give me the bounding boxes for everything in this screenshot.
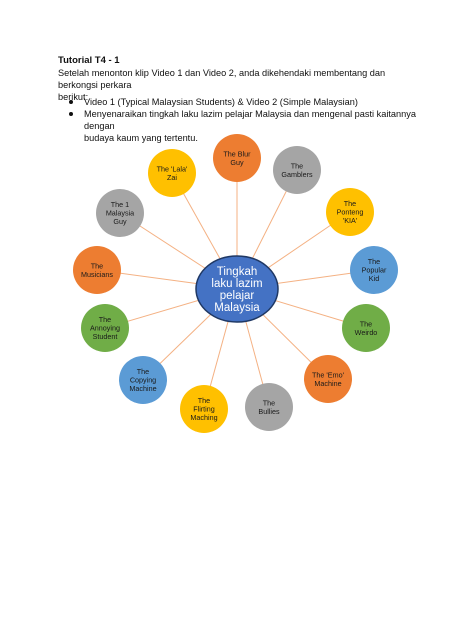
node-label: 'KIA' (343, 216, 358, 225)
bullet-item: Menyenaraikan tingkah laku lazim pelajar… (58, 108, 418, 144)
node-label: Machine (314, 379, 341, 388)
bullet-text: Video 1 (Typical Malaysian Students) & V… (84, 97, 358, 107)
node-label: The 1 (111, 200, 129, 209)
node-label: Maching (190, 413, 217, 422)
node-label: Ponteng (337, 208, 364, 217)
node-circle (213, 134, 261, 182)
node-label: The (291, 161, 303, 170)
node-circle (96, 189, 144, 237)
center-label: laku lazim (211, 278, 262, 290)
center-label: pelajar (220, 290, 255, 302)
node-circle (81, 304, 129, 352)
node-label: The (99, 315, 111, 324)
node-circle (245, 383, 293, 431)
center-label: Malaysia (214, 302, 260, 314)
node-circle (342, 304, 390, 352)
center-label: Tingkah (217, 266, 258, 278)
node-circle (350, 246, 398, 294)
node-label: Kid (369, 274, 379, 283)
intro-paragraph: Setelah menonton klip Video 1 dan Video … (58, 67, 418, 103)
node-circle (73, 246, 121, 294)
node-circle (148, 149, 196, 197)
bullet-dot-icon (69, 100, 73, 104)
node-label: Gamblers (281, 170, 313, 179)
bullet-text-continued: budaya kaum yang tertentu. (84, 133, 198, 143)
node-circle (273, 146, 321, 194)
node-label: Popular (362, 266, 387, 275)
intro-line-1: Setelah menonton klip Video 1 dan Video … (58, 68, 386, 90)
intro-line-2: berikut: (58, 92, 89, 102)
node-label: Copying (130, 376, 156, 385)
bullet-dot-icon (69, 112, 73, 116)
node-label: The (263, 398, 275, 407)
node-label: The (198, 396, 210, 405)
bullet-text: Menyenaraikan tingkah laku lazim pelajar… (84, 109, 416, 131)
bullet-list: Video 1 (Typical Malaysian Students) & V… (58, 96, 418, 144)
center-ellipse (195, 255, 279, 323)
node-circle (119, 356, 167, 404)
node-label: The 'Lala' (157, 164, 188, 173)
node-label: Flirting (193, 405, 215, 414)
node-label: Student (93, 332, 118, 341)
node-label: The 'Emo' (312, 370, 345, 379)
node-label: Annoying (90, 324, 120, 333)
node-label: The (368, 257, 380, 266)
node-label: The Blur (223, 149, 251, 158)
node-label: The (344, 199, 356, 208)
bullet-item: Video 1 (Typical Malaysian Students) & V… (58, 96, 418, 108)
node-label: Weirdo (355, 328, 378, 337)
node-label: Guy (113, 217, 127, 226)
node-label: Bullies (258, 407, 280, 416)
document-title: Tutorial T4 - 1 (58, 55, 120, 66)
node-label: The (137, 367, 149, 376)
node-circle (304, 355, 352, 403)
node-label: Malaysia (106, 209, 134, 218)
node-5: The 'Emo'Machine (304, 355, 352, 403)
node-label: Musicians (81, 270, 113, 279)
node-12: The 'Lala'Zai (148, 149, 196, 197)
node-label: Guy (230, 158, 244, 167)
node-label: Machine (129, 384, 156, 393)
node-circle (326, 188, 374, 236)
node-label: The (360, 319, 372, 328)
node-label: Zai (167, 173, 177, 182)
node-label: The (91, 261, 103, 270)
node-circle (180, 385, 228, 433)
